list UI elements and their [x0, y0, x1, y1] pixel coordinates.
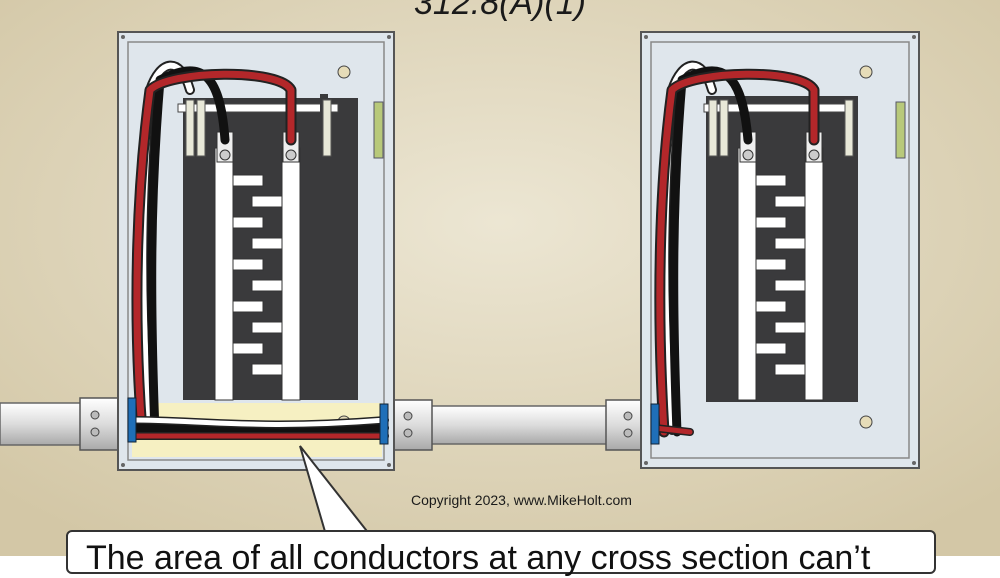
- copyright-notice: Copyright 2023, www.MikeHolt.com: [411, 492, 632, 508]
- conductors-right: [651, 60, 820, 438]
- conduit-left: [0, 397, 121, 451]
- panel-interior-left: [177, 65, 384, 429]
- conductors-left: [128, 60, 389, 440]
- bushing-left-b: [379, 403, 389, 445]
- bushing-right: [650, 403, 660, 445]
- code-reference-title: 312.8(A)(1): [414, 0, 586, 22]
- panel-diagram: [0, 0, 1000, 556]
- conduit-middle: [391, 399, 647, 451]
- callout-text: The area of all conductors at any cross …: [86, 539, 871, 577]
- panel-interior-right: [703, 65, 906, 429]
- bushing-left-a: [127, 397, 137, 443]
